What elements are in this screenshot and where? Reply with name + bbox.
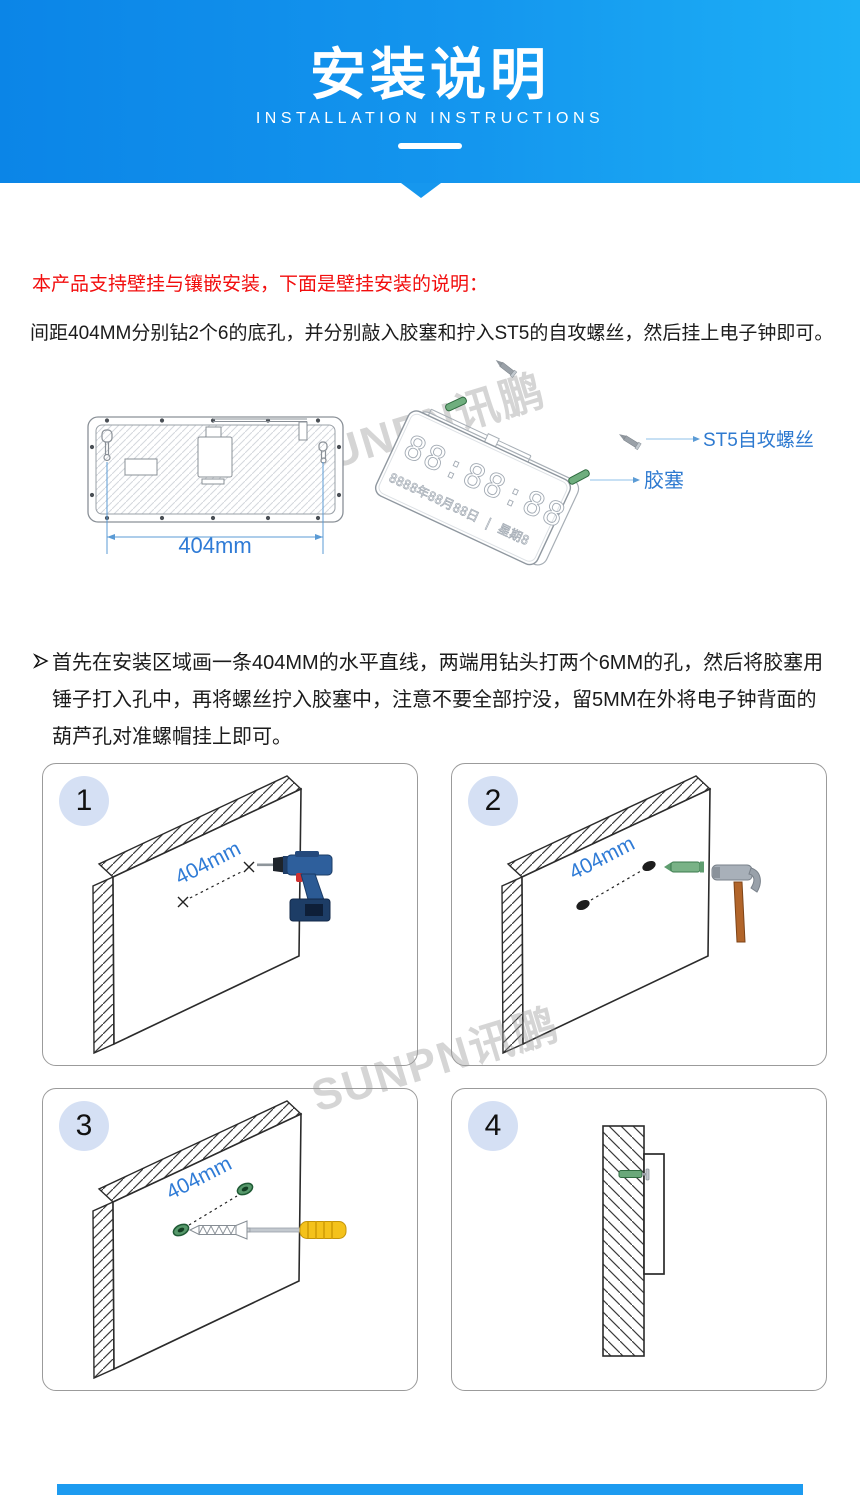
screw-and-screwdriver-icon <box>188 1220 347 1240</box>
back-antenna-bar <box>213 418 308 441</box>
wall-illustration <box>92 775 303 1055</box>
page-title: 安装说明 <box>310 43 550 106</box>
pilot-hole-note: 间距404MM分别钻2个6的底孔，并分别敲入胶塞和拧入ST5的自攻螺丝，然后挂上… <box>30 323 834 344</box>
wall-illustration <box>501 775 712 1055</box>
wall-plug-icon <box>445 396 467 412</box>
step-number-badge: 2 <box>468 776 518 826</box>
step-panel-1: 404mm 1 <box>42 763 418 1066</box>
screw-label: ST5自攻螺丝 <box>703 429 814 451</box>
clock-3d-view: 88:88:88 8888年88月88日 | 星期8 <box>374 359 814 566</box>
page-subtitle: INSTALLATION INSTRUCTIONS <box>255 110 605 127</box>
step-panel-3: 404mm 3 <box>42 1088 418 1391</box>
wall-plug-icon <box>568 469 590 485</box>
instruction-text: 首先在安装区域画一条404MM的水平直线，两端用钻头打两个6MM的孔，然后将胶塞… <box>52 652 824 748</box>
plug-and-screw-side <box>618 1168 650 1181</box>
screw-callout: ST5自攻螺丝 <box>646 429 814 451</box>
header-banner: 安装说明 INSTALLATION INSTRUCTIONS <box>0 0 860 183</box>
hammer-icon <box>711 864 761 943</box>
footer-accent-bar <box>57 1484 803 1495</box>
screw-icon <box>618 434 642 451</box>
mounting-diagram: 404mm 88:88:88 8888年88月88日 | 星期8 <box>0 355 860 655</box>
wall-illustration <box>92 1100 303 1380</box>
clock-side-view <box>643 1153 665 1275</box>
banner-notch-triangle <box>401 183 441 198</box>
wall-side-view <box>602 1125 645 1357</box>
keyhole-slot-left <box>101 429 113 462</box>
inserted-plugs <box>172 1182 254 1237</box>
back-center-module <box>197 426 233 485</box>
step-number-badge: 3 <box>59 1101 109 1151</box>
arrow-bullet-icon <box>32 653 49 669</box>
screw-icon <box>495 359 518 378</box>
plug-callout: 胶塞 <box>590 469 684 492</box>
support-note: 本产品支持壁挂与镶嵌安装，下面是壁挂安装的说明： <box>32 274 489 295</box>
title-underline <box>398 143 462 149</box>
clock-back-view: 404mm <box>87 416 344 558</box>
instruction-paragraph: 首先在安装区域画一条404MM的水平直线，两端用钻头打两个6MM的孔，然后将胶塞… <box>30 645 830 756</box>
step-panel-4: 4 <box>451 1088 827 1391</box>
drilled-holes <box>576 860 656 911</box>
plug-label: 胶塞 <box>644 469 684 492</box>
back-label-plate <box>124 458 158 476</box>
wall-plug-icon <box>664 861 704 873</box>
back-dimension-label: 404mm <box>178 533 251 558</box>
dimension-lines <box>106 462 324 554</box>
step-number-badge: 4 <box>468 1101 518 1151</box>
marking-line <box>177 861 255 908</box>
drill-icon <box>257 851 333 922</box>
step-number-badge: 1 <box>59 776 109 826</box>
step-panel-2: 404mm 2 <box>451 763 827 1066</box>
